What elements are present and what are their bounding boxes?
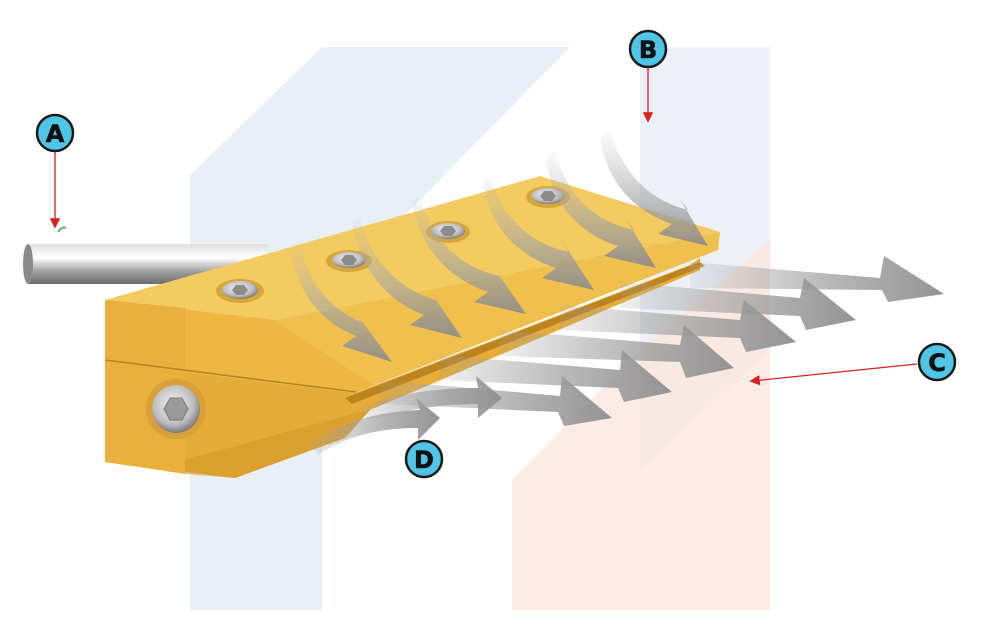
svg-text:A: A bbox=[46, 120, 65, 148]
hex-socket-screw-icon bbox=[216, 279, 264, 303]
watermark-background bbox=[190, 47, 770, 610]
svg-text:C: C bbox=[928, 349, 946, 377]
lower-entrained-arrows bbox=[310, 376, 502, 455]
leader-lines bbox=[49, 68, 918, 386]
svg-text:D: D bbox=[414, 446, 434, 474]
callout-c: C bbox=[917, 342, 957, 382]
callout-a: A bbox=[35, 113, 75, 153]
entrained-air-arrows bbox=[290, 130, 708, 362]
callout-d: D bbox=[404, 439, 444, 479]
svg-text:B: B bbox=[639, 36, 657, 64]
hex-socket-screw-icon bbox=[326, 250, 372, 272]
callout-b: B bbox=[628, 29, 668, 69]
hex-socket-screw-icon bbox=[146, 379, 206, 439]
